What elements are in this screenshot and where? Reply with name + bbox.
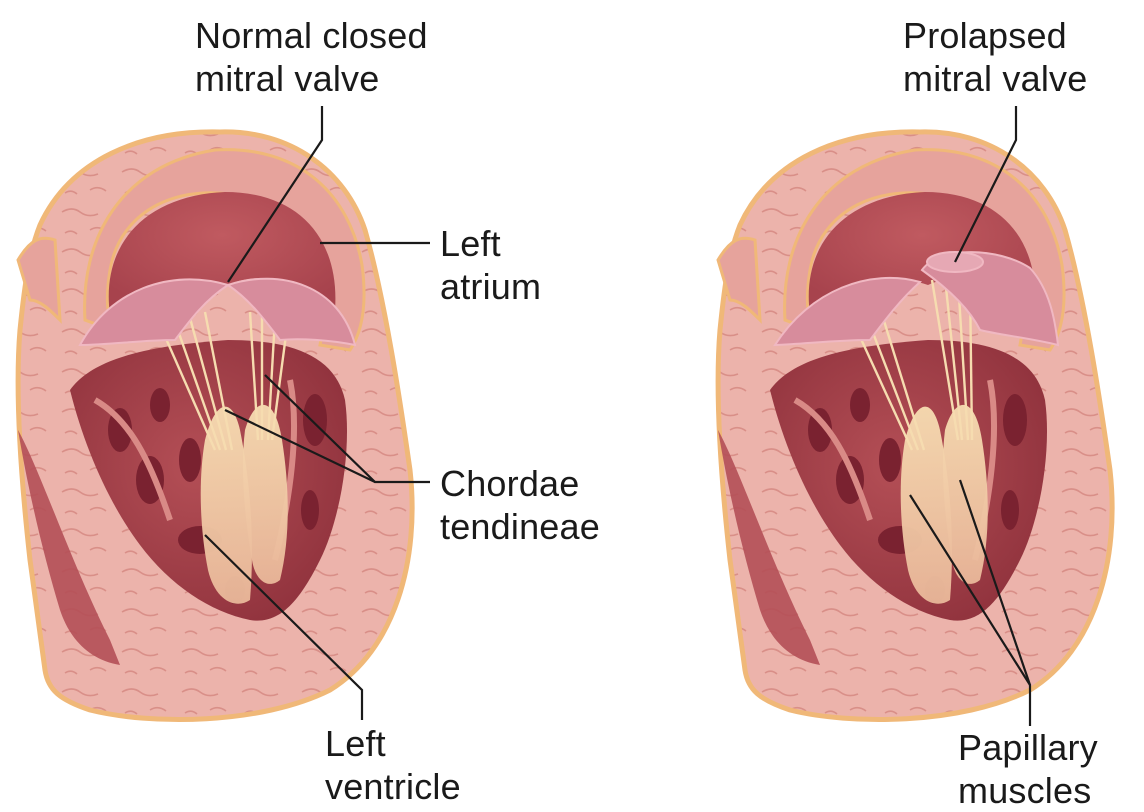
prolapsed-heart-illustration [718, 132, 1112, 720]
label-left-ventricle: Left ventricle [325, 722, 461, 808]
normal-heart-illustration [18, 132, 412, 720]
label-papillary-muscles: Papillary muscles [958, 726, 1098, 812]
label-left-atrium: Left atrium [440, 222, 541, 308]
label-prolapsed-valve: Prolapsed mitral valve [903, 14, 1087, 100]
label-normal-valve: Normal closed mitral valve [195, 14, 428, 100]
label-chordae-tendineae: Chordae tendineae [440, 462, 600, 548]
